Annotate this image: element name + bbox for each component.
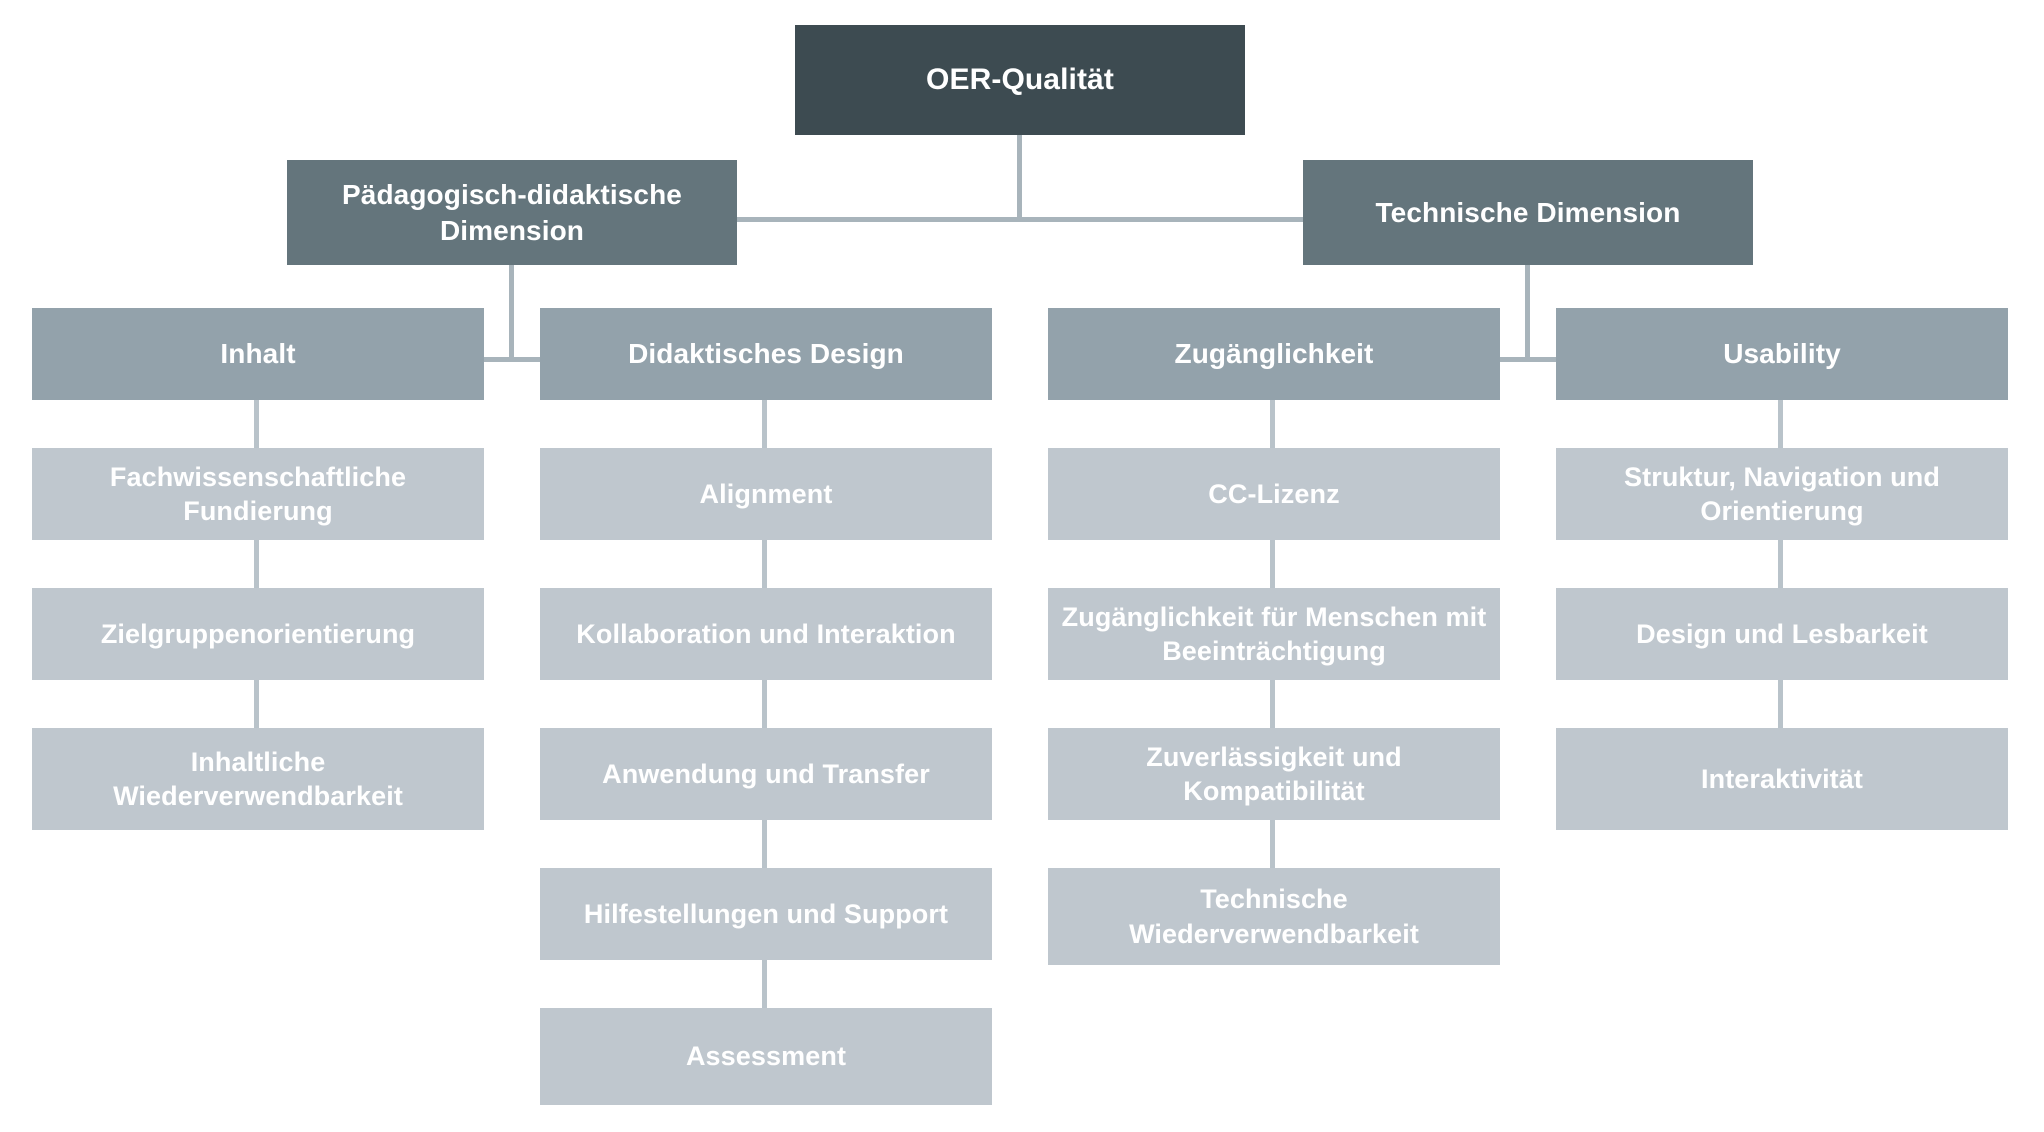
node-category-usability[interactable]: Usability	[1556, 308, 2008, 400]
node-leaf-hilfestellungen-und-support[interactable]: Hilfestellungen und Support	[540, 868, 992, 960]
node-leaf-zugaenglichkeit-beeintraechtigung[interactable]: Zugänglichkeit für Menschen mit Beeinträ…	[1048, 588, 1500, 680]
node-label: Kollaboration und Interaktion	[576, 618, 956, 649]
node-label: Zuverlässigkeit und Kompatibilität	[1146, 741, 1402, 806]
node-leaf-assessment[interactable]: Assessment	[540, 1008, 992, 1105]
node-label: Struktur, Navigation und Orientierung	[1624, 461, 1940, 526]
node-label: Zugänglichkeit	[1174, 338, 1374, 370]
node-label: Inhalt	[220, 338, 296, 370]
connector-dimension-horizontal	[512, 217, 1522, 222]
node-category-didaktisches-design[interactable]: Didaktisches Design	[540, 308, 992, 400]
node-dimension-pedagogic[interactable]: Pädagogisch-didaktische Dimension	[287, 160, 737, 265]
node-label: Interaktivität	[1701, 763, 1863, 794]
node-label: Assessment	[685, 1041, 847, 1072]
node-label: Usability	[1723, 338, 1841, 370]
node-label: Alignment	[699, 478, 833, 509]
node-root-oer-qualitaet[interactable]: OER-Qualität	[795, 25, 1245, 135]
connector-pedagogic-down	[509, 265, 514, 360]
connector-spine-zugaenglichkeit	[1270, 400, 1275, 965]
node-leaf-technische-wiederverwendbarkeit[interactable]: Technische Wiederverwendbarkeit	[1048, 868, 1500, 965]
node-leaf-inhaltliche-wiederverwendbarkeit[interactable]: Inhaltliche Wiederverwendbarkeit	[32, 728, 484, 830]
node-leaf-zuverlaessigkeit-und-kompatibilitaet[interactable]: Zuverlässigkeit und Kompatibilität	[1048, 728, 1500, 820]
node-label: Technische Dimension	[1375, 196, 1681, 228]
node-label: Zielgruppenorientierung	[100, 618, 416, 649]
node-label: Anwendung und Transfer	[602, 758, 930, 789]
node-label: Fachwissenschaftliche Fundierung	[109, 461, 407, 526]
node-leaf-alignment[interactable]: Alignment	[540, 448, 992, 540]
node-leaf-kollaboration-und-interaktion[interactable]: Kollaboration und Interaktion	[540, 588, 992, 680]
node-leaf-fachwissenschaftliche-fundierung[interactable]: Fachwissenschaftliche Fundierung	[32, 448, 484, 540]
node-label: Design und Lesbarkeit	[1636, 618, 1928, 649]
node-category-zugaenglichkeit[interactable]: Zugänglichkeit	[1048, 308, 1500, 400]
node-leaf-design-und-lesbarkeit[interactable]: Design und Lesbarkeit	[1556, 588, 2008, 680]
node-label: Inhaltliche Wiederverwendbarkeit	[113, 746, 403, 811]
node-leaf-zielgruppenorientierung[interactable]: Zielgruppenorientierung	[32, 588, 484, 680]
node-leaf-struktur-navigation-orientierung[interactable]: Struktur, Navigation und Orientierung	[1556, 448, 2008, 540]
node-category-inhalt[interactable]: Inhalt	[32, 308, 484, 400]
node-label: Didaktisches Design	[628, 338, 904, 370]
node-dimension-technical[interactable]: Technische Dimension	[1303, 160, 1753, 265]
node-label: Technische Wiederverwendbarkeit	[1129, 884, 1419, 949]
node-leaf-interaktivitaet[interactable]: Interaktivität	[1556, 728, 2008, 830]
connector-technical-categories	[1272, 357, 1780, 362]
node-label: Zugänglichkeit für Menschen mit Beeinträ…	[1061, 601, 1487, 666]
connector-technical-down	[1525, 265, 1530, 360]
node-leaf-anwendung-und-transfer[interactable]: Anwendung und Transfer	[540, 728, 992, 820]
node-leaf-cc-lizenz[interactable]: CC-Lizenz	[1048, 448, 1500, 540]
node-label: CC-Lizenz	[1208, 478, 1340, 509]
node-label: Pädagogisch-didaktische Dimension	[342, 179, 682, 246]
node-label: Hilfestellungen und Support	[583, 898, 949, 929]
connector-pedagogic-categories	[256, 357, 764, 362]
node-label: OER-Qualität	[926, 63, 1114, 97]
connector-root-down	[1017, 135, 1022, 220]
